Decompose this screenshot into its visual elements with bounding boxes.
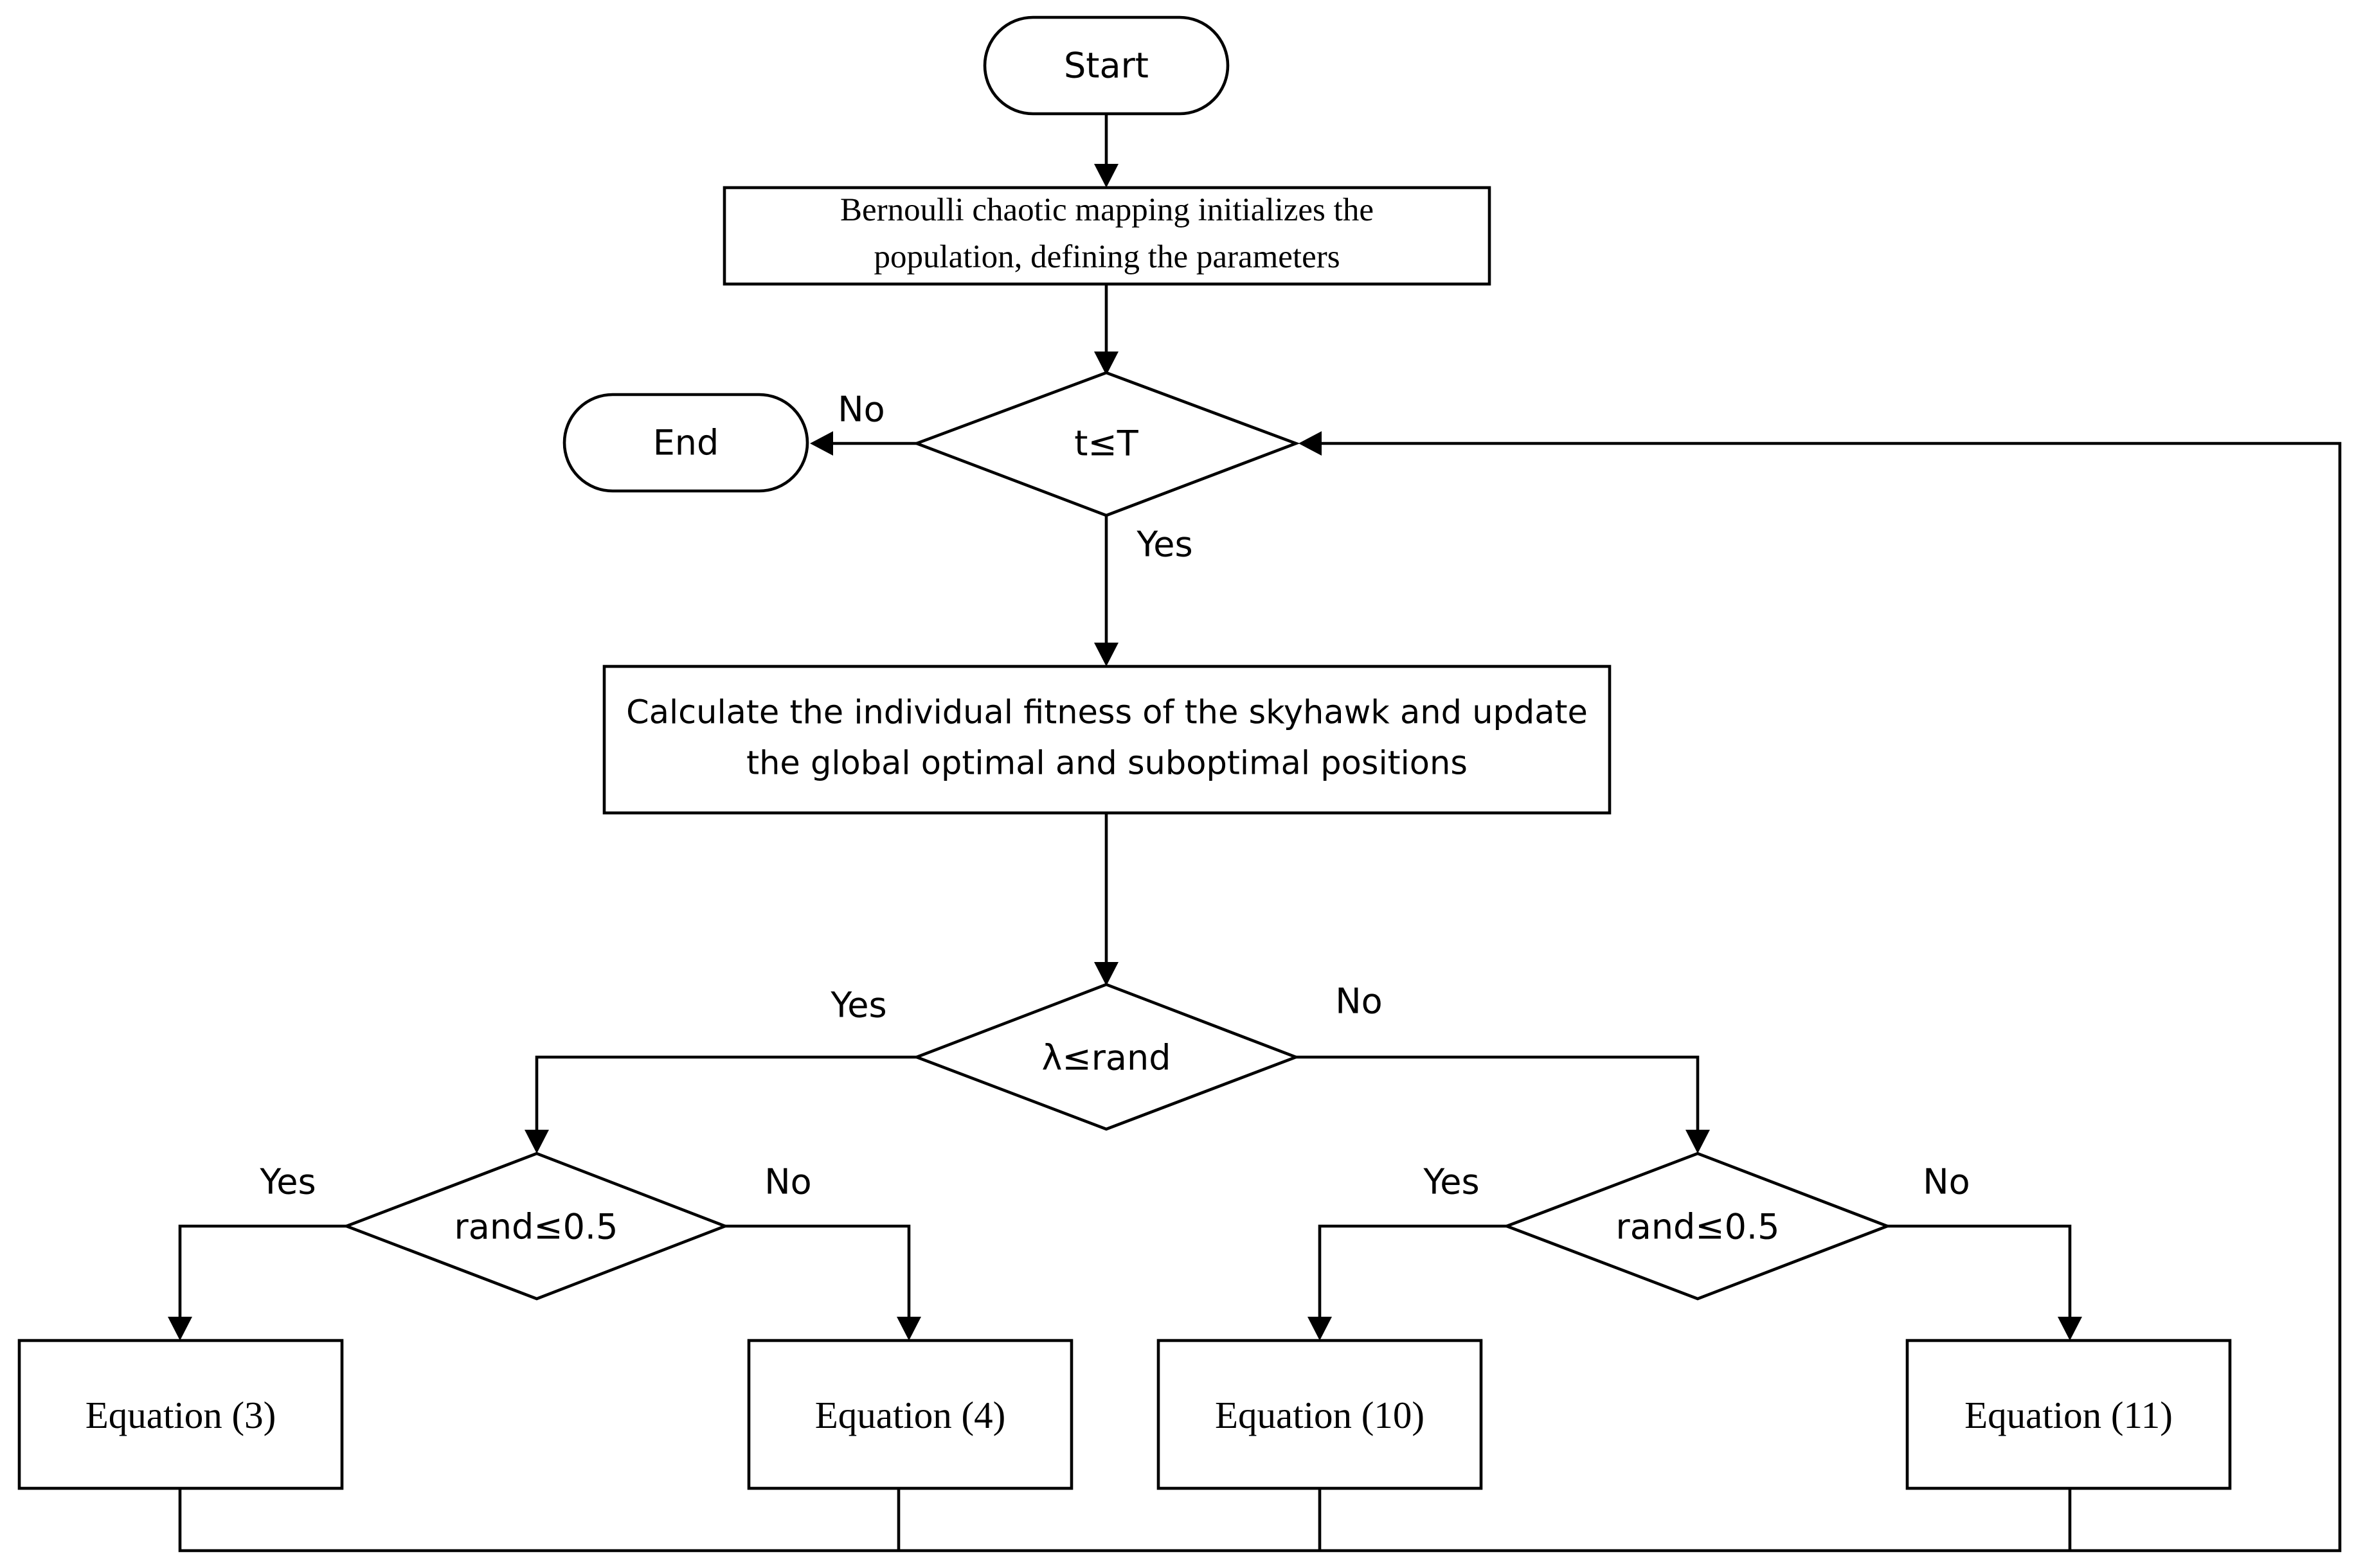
init-label-line-1: Bernoulli chaotic mapping initializes th… (840, 192, 1374, 228)
node-check-rand-left: rand≤0.5 (342, 1152, 730, 1301)
start-label: Start (1064, 46, 1149, 86)
node-eq3: Equation (3) (17, 1339, 344, 1490)
arrowhead-down-init (1094, 164, 1119, 188)
check-iter-decision-shape (912, 371, 1300, 517)
edge-check-lambda-to-left (535, 1055, 917, 1133)
check-rand-right-decision-shape (1502, 1152, 1892, 1301)
eq11-label: Equation (11) (1964, 1394, 2173, 1436)
check-iter-label: t≤T (1074, 423, 1138, 464)
edge-label-yes-eq10: Yes (1423, 1162, 1479, 1202)
arrowhead-down-check-rand-left (525, 1130, 549, 1154)
fitness-label-line-1: Calculate the individual fitness of the … (626, 694, 1588, 732)
eq10-label: Equation (10) (1215, 1394, 1424, 1436)
node-check-iter: t≤T (912, 371, 1300, 517)
node-fitness: Calculate the individual fitness of the … (602, 664, 1612, 815)
connectors (178, 114, 2342, 1553)
eq3-label: Equation (3) (85, 1394, 276, 1436)
node-init: Bernoulli chaotic mapping initializes th… (723, 186, 1491, 286)
arrowhead-down-check-rand-right (1685, 1130, 1710, 1154)
end-label: End (653, 423, 719, 463)
edge-label-yes-fitness: Yes (1136, 524, 1192, 565)
arrowhead-down-check-iter (1094, 352, 1119, 375)
edge-label-no-eq11: No (1923, 1162, 1970, 1202)
arrowhead-down-eq3 (168, 1317, 192, 1341)
edge-labels: No Yes Yes No Yes No Yes No (259, 389, 1970, 1202)
eq3-process-box (17, 1339, 344, 1490)
arrowhead-down-eq4 (897, 1317, 921, 1341)
arrowheads (168, 164, 2082, 1341)
arrowhead-left-loop-return (1298, 431, 1322, 456)
eq4-process-box (747, 1339, 1074, 1490)
arrowhead-down-eq11 (2058, 1317, 2082, 1341)
arrowhead-down-check-lambda (1094, 962, 1119, 986)
check-lambda-label: λ≤rand (1042, 1038, 1171, 1078)
check-lambda-decision-shape (912, 983, 1300, 1131)
edge-label-no-eq4: No (764, 1162, 811, 1202)
init-process-box (723, 186, 1491, 286)
node-check-rand-right: rand≤0.5 (1502, 1152, 1892, 1301)
fitness-label-line-2: the global optimal and suboptimal positi… (746, 745, 1468, 783)
edge-label-no-end: No (838, 389, 885, 430)
eq10-process-box (1156, 1339, 1483, 1490)
start-terminal-shape (983, 15, 1230, 116)
edge-label-yes-lambda-left: Yes (830, 985, 886, 1026)
edge-check-lambda-to-right (1296, 1055, 1700, 1133)
node-eq4: Equation (4) (747, 1339, 1074, 1490)
node-eq11: Equation (11) (1905, 1339, 2232, 1490)
node-end: End (562, 393, 809, 493)
check-rand-right-label: rand≤0.5 (1616, 1207, 1780, 1247)
edge-left-to-eq4 (725, 1224, 911, 1319)
eq11-process-box (1905, 1339, 2232, 1490)
arrowhead-down-eq10 (1307, 1317, 1332, 1341)
end-terminal-shape (562, 393, 809, 493)
edge-left-to-eq3 (178, 1224, 346, 1319)
arrowhead-down-fitness (1094, 643, 1119, 666)
check-rand-left-decision-shape (342, 1152, 730, 1301)
init-label-line-2: population, defining the parameters (874, 239, 1340, 275)
node-check-lambda: λ≤rand (912, 983, 1300, 1131)
arrowhead-left-end (810, 431, 833, 456)
eq4-label: Equation (4) (815, 1394, 1006, 1436)
edge-right-to-eq11 (1887, 1224, 2072, 1319)
edge-label-no-lambda-right: No (1335, 981, 1382, 1022)
edge-feedback-loop (178, 441, 2342, 1553)
node-start: Start (983, 15, 1230, 116)
node-eq10: Equation (10) (1156, 1339, 1483, 1490)
check-rand-left-label: rand≤0.5 (454, 1207, 618, 1247)
edge-right-to-eq10 (1318, 1224, 1507, 1319)
fitness-process-box (602, 664, 1612, 815)
edge-label-yes-eq3: Yes (259, 1162, 316, 1202)
